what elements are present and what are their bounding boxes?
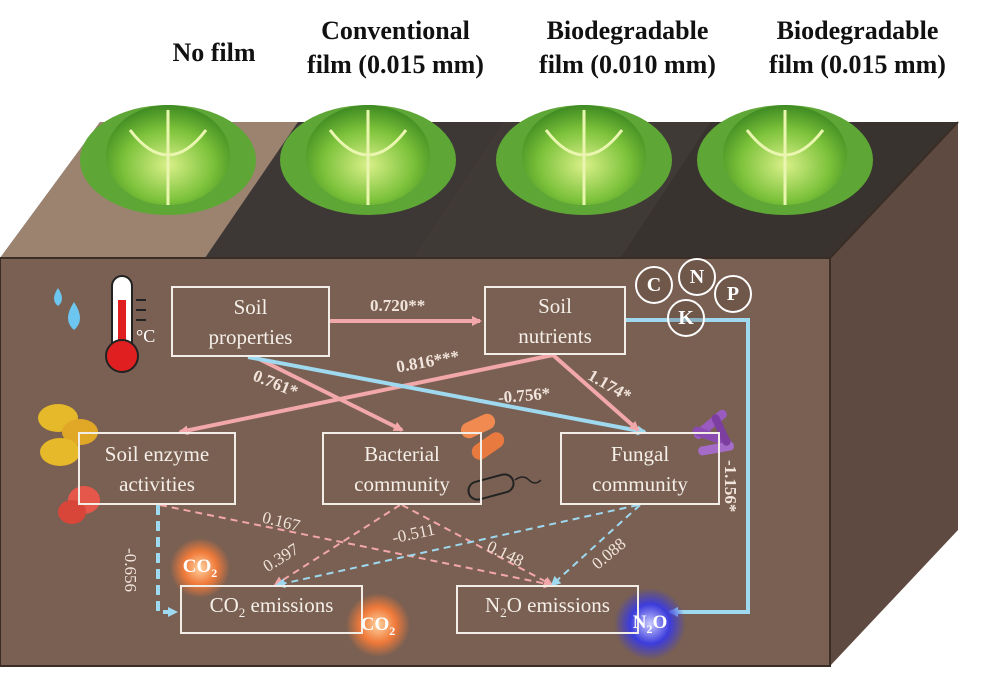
node-label-main: N (485, 593, 501, 618)
node-soil-properties: Soil properties (171, 286, 330, 357)
node-label-main: CO (209, 593, 239, 618)
bubble-main: CO (360, 614, 390, 635)
node-label-rest: O emissions (506, 593, 610, 618)
nutrient-c-icon: C (635, 266, 673, 304)
node-soil-enzyme-activities: Soil enzyme activities (78, 432, 236, 505)
treatment-label-no-film: No film (150, 36, 278, 70)
arrow-fungal-to-n2o (550, 504, 641, 587)
node-label-line1: Bacterial (364, 441, 440, 466)
bubble-sub: 2 (389, 623, 396, 638)
treatment-label-line1: Biodegradable (776, 16, 939, 45)
node-label-line2: properties (208, 324, 293, 349)
arrow-fungal-to-co2 (275, 504, 639, 589)
enzyme-icon (38, 404, 100, 524)
node-soil-nutrients: Soil nutrients (484, 286, 626, 355)
treatment-label-line2: film (0.015 mm) (307, 50, 484, 79)
bubble-main: CO (182, 556, 212, 577)
co2-bubble-label: CO2 (348, 614, 408, 639)
node-label-line1: Soil (538, 293, 572, 318)
treatment-label-line1: Conventional (321, 16, 470, 45)
node-label-sub: 2 (238, 605, 246, 621)
co2-bubble-icon (170, 538, 230, 598)
arrow-nutrients-to-fungal (551, 353, 640, 432)
cabbage-icon (280, 105, 456, 215)
node-label-line2: nutrients (518, 323, 592, 348)
node-label-line2: community (354, 471, 450, 496)
coef-nutrients-to-n2o: -1.156* (721, 460, 740, 513)
node-label-line1: Fungal (610, 441, 670, 466)
treatment-label-bio-015: Biodegradable film (0.015 mm) (750, 14, 965, 82)
node-label-rest: emissions (245, 593, 334, 618)
thermometer-icon (105, 275, 146, 373)
node-n2o-emissions: N2O emissions (456, 585, 639, 634)
treatment-label-line2: film (0.015 mm) (769, 50, 946, 79)
arrow-bacterial-to-n2o (401, 504, 554, 586)
treatment-label-line1: Biodegradable (546, 16, 709, 45)
node-label-sub: 2 (500, 605, 507, 621)
node-label-line2: activities (119, 471, 195, 496)
nutrient-n-icon: N (678, 258, 716, 296)
coef-props-to-nutrients: 0.720** (370, 296, 426, 315)
n2o-bubble-icon (614, 588, 686, 660)
node-label-line1: Soil enzyme (104, 441, 210, 466)
top-edge (829, 121, 959, 259)
n2o-bubble-label: N2O (615, 612, 685, 637)
co2-bubble-label: CO2 (170, 556, 230, 581)
bubble-sub: 2 (211, 565, 218, 580)
bubble-rest: O (652, 612, 668, 633)
treatment-label-line1: No film (172, 38, 256, 67)
arrow-props-to-fungal (247, 355, 647, 436)
fungi-icon (692, 409, 734, 456)
node-label-line1: Soil (233, 294, 268, 319)
coef-enzyme-to-co2: -0.656 (120, 548, 140, 592)
treatment-label-bio-010: Biodegradable film (0.010 mm) (520, 14, 735, 82)
node-fungal-community: Fungal community (560, 432, 720, 505)
cabbage-icon (80, 105, 256, 215)
cabbage-icon (496, 105, 672, 215)
arrow-enzyme-to-n2o (159, 504, 554, 589)
treatment-label-line2: film (0.010 mm) (539, 50, 716, 79)
treatment-label-conventional: Conventional film (0.015 mm) (288, 14, 503, 82)
arrow-props-to-bacterial (254, 355, 404, 432)
arrow-enzyme-to-co2 (156, 505, 178, 617)
node-label-line2: community (592, 471, 688, 496)
arrow-nutrients-to-enzyme (178, 353, 554, 436)
water-drop-icon (54, 288, 80, 330)
soil-side-face (830, 122, 958, 666)
nutrient-k-icon: K (667, 299, 705, 337)
node-bacterial-community: Bacterial community (322, 432, 482, 505)
temperature-unit-label: °C (136, 326, 156, 346)
arrow-bacterial-to-co2 (273, 504, 401, 587)
nutrient-p-icon: P (714, 275, 752, 313)
bubble-sub: 2 (646, 621, 653, 636)
node-co2-emissions: CO2 emissions (180, 585, 363, 634)
cabbage-icon (697, 105, 873, 215)
bubble-main: N (632, 612, 647, 633)
